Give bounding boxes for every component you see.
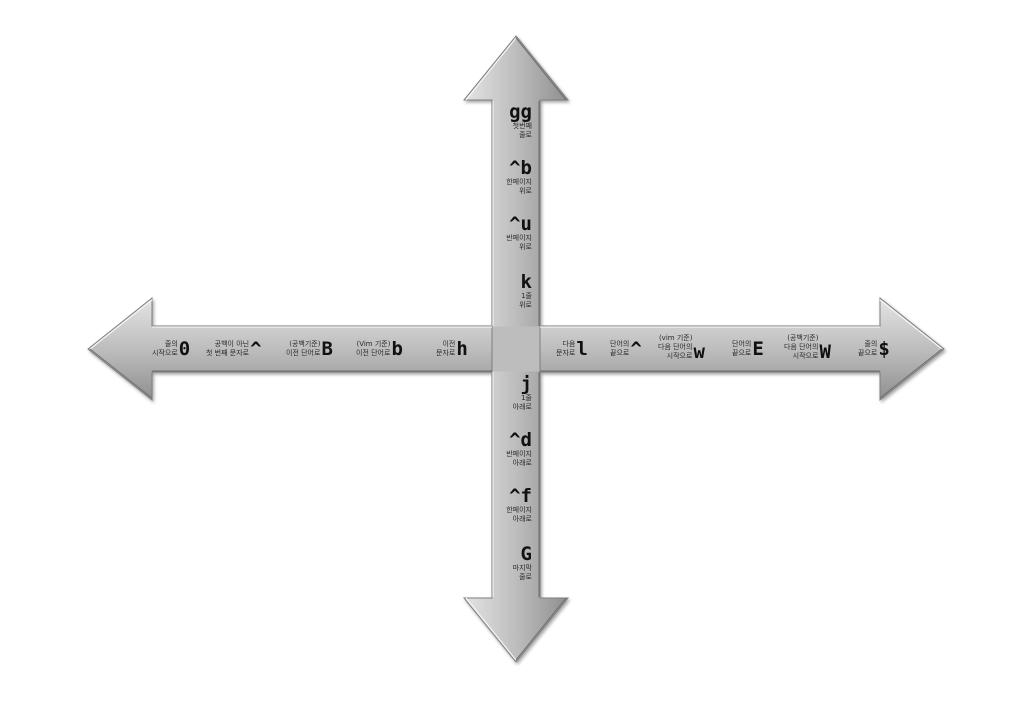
desc-line: 시작으로 xyxy=(152,349,178,357)
desc-line: 끝으로 xyxy=(858,349,878,357)
desc-line: 1줄 xyxy=(521,394,532,402)
desc-line: 다음 단어의 xyxy=(658,343,693,351)
desc-line: 다음 xyxy=(562,340,576,348)
key-label: k xyxy=(520,271,532,293)
desc-line: 1줄 xyxy=(521,292,532,300)
desc-line: 단어의 xyxy=(732,340,752,348)
key-label: $ xyxy=(878,338,890,360)
up-item-page-up: ^b 한페이지 위로 xyxy=(472,158,532,196)
desc-line: 한페이지 xyxy=(506,506,532,514)
desc-line: 시작으로 xyxy=(666,352,693,360)
desc-line: 단어의 xyxy=(610,340,630,348)
desc-line: 문자로 xyxy=(556,349,576,357)
desc-line: 첫 번째 문자로 xyxy=(206,349,250,357)
desc-line: (Vim 기준) xyxy=(356,340,391,348)
desc-line: 이전 단어로 xyxy=(286,349,321,357)
desc-line: 이전 xyxy=(442,340,456,348)
down-item-line-down: j 1줄 아래로 xyxy=(472,374,532,412)
desc-line: 줄의 xyxy=(164,340,178,348)
key-label: b xyxy=(391,338,403,360)
desc-line: 아래로 xyxy=(512,515,532,523)
key-label: 0 xyxy=(178,338,191,360)
key-label: B xyxy=(321,338,333,360)
desc-line: 위로 xyxy=(519,187,532,195)
desc-line: (공백기준) xyxy=(787,334,819,342)
key-label: l xyxy=(576,338,588,360)
desc-line: 첫번째 xyxy=(512,122,532,130)
key-label: gg xyxy=(509,101,532,123)
key-label: ^ xyxy=(250,338,262,360)
key-label: w xyxy=(693,341,705,363)
desc-line: 공백이 아닌 xyxy=(214,340,250,348)
down-item-page-down: ^f 한페이지 아래로 xyxy=(472,486,532,524)
key-label: ^d xyxy=(509,429,532,451)
down-item-half-page-down: ^d 반페이지 아래로 xyxy=(472,430,532,468)
left-item-prev-word-space: (공백기준)이전 단어로 B xyxy=(286,340,333,359)
desc-line: 줄로 xyxy=(519,131,532,139)
desc-line: 한페이지 xyxy=(506,178,532,186)
desc-line: 문자로 xyxy=(436,349,456,357)
desc-line: 시작으로 xyxy=(792,352,819,360)
up-item-first-line: gg 첫번째 줄로 xyxy=(472,102,532,140)
desc-line: (vim 기준) xyxy=(658,334,693,342)
desc-line: 끝으로 xyxy=(610,349,630,357)
desc-line: 아래로 xyxy=(512,403,532,411)
desc-line: 위로 xyxy=(519,301,532,309)
key-label: ^f xyxy=(509,485,532,507)
up-item-line-up: k 1줄 위로 xyxy=(472,272,532,310)
desc-line: 반페이지 xyxy=(506,234,532,242)
key-label: ^ xyxy=(630,338,642,360)
desc-line: 아래로 xyxy=(512,459,532,467)
key-label: W xyxy=(819,341,831,363)
desc-line: 줄의 xyxy=(864,340,878,348)
key-label: G xyxy=(520,543,532,565)
key-label: h xyxy=(456,338,468,360)
key-label: j xyxy=(520,373,532,395)
desc-line: 끝으로 xyxy=(732,349,752,357)
arrow-junction xyxy=(492,326,540,372)
down-item-last-line: G 마지막 줄로 xyxy=(472,544,532,582)
key-label: E xyxy=(752,338,764,360)
key-label: ^b xyxy=(509,157,532,179)
desc-line: 위로 xyxy=(519,243,532,251)
desc-line: 반페이지 xyxy=(506,450,532,458)
desc-line: (공백기준) xyxy=(289,340,321,348)
desc-line: 마지막 xyxy=(512,564,532,572)
desc-line: 이전 단어로 xyxy=(356,349,391,357)
up-item-half-page-up: ^u 반페이지 위로 xyxy=(472,214,532,252)
desc-line: 줄로 xyxy=(519,573,532,581)
key-label: ^u xyxy=(509,213,532,235)
left-item-prev-word-vim: (Vim 기준)이전 단어로 b xyxy=(356,340,403,359)
desc-line: 다음 단어의 xyxy=(784,343,819,351)
